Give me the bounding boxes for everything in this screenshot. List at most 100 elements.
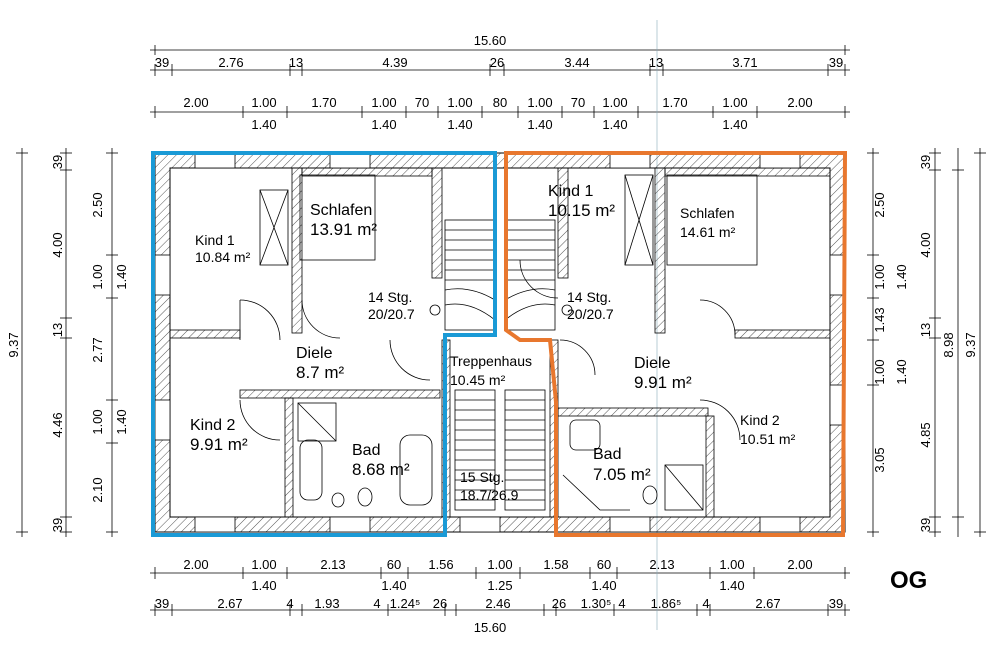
dim-top-row2u-3: 1.00 — [371, 95, 396, 110]
wardrobes — [259, 174, 758, 266]
right-diele-name: Diele — [634, 355, 671, 372]
doors — [239, 259, 741, 441]
left-diele-name: Diele — [296, 345, 333, 362]
dim-left-inner-1: 1.00 — [90, 264, 105, 289]
left-schlafen-name: Schlafen — [310, 202, 372, 219]
dim-bot-row1u-6: 1.58 — [543, 557, 568, 572]
dim-right-inner-2: 1.43 — [872, 307, 887, 332]
center-stair-ratio: 18.7/26.9 — [460, 487, 519, 503]
dim-right-mid-0: 39 — [918, 155, 933, 169]
dim-bot-row2-4: 4 — [373, 596, 380, 611]
stair-labels: 14 Stg. 20/20.7 14 Stg. 20/20.7 15 Stg. … — [368, 289, 614, 503]
dim-left-outer: 9.37 — [6, 332, 21, 357]
dim-bot-row2-7: 2.46 — [485, 596, 510, 611]
dim-left-mid-1: 4.00 — [50, 232, 65, 257]
left-unit-outline — [151, 151, 497, 537]
dim-left-mid-2: 13 — [50, 323, 65, 337]
dim-right-inner-lower-0: 1.40 — [894, 264, 909, 289]
dim-top-row1-6: 13 — [649, 55, 663, 70]
dim-left-inner-0: 2.50 — [90, 192, 105, 217]
dim-bot-row2-11: 1.86⁵ — [651, 596, 682, 611]
dim-top-row2l-0: 1.40 — [251, 117, 276, 132]
dim-top-row2u-7: 1.00 — [527, 95, 552, 110]
unit-outlines — [151, 151, 848, 537]
dim-left-inner-2: 2.77 — [90, 337, 105, 362]
dim-bot-row1u-7: 60 — [597, 557, 611, 572]
dim-top-row2u-12: 2.00 — [787, 95, 812, 110]
left-kind2-name: Kind 2 — [190, 417, 235, 434]
dim-bot-row1u-4: 1.56 — [428, 557, 453, 572]
dim-bottom-total: 15.60 — [474, 620, 507, 635]
dim-top-row2u-11: 1.00 — [722, 95, 747, 110]
dim-left-inner-4: 2.10 — [90, 477, 105, 502]
right-kind2-area: 10.51 m² — [740, 431, 796, 447]
dim-top-row2u-0: 2.00 — [183, 95, 208, 110]
right-kind1-name: Kind 1 — [548, 183, 593, 200]
dim-right-mid-1: 4.00 — [918, 232, 933, 257]
left-schlafen-area: 13.91 m² — [310, 220, 377, 239]
room-labels: Kind 1 10.84 m² Schlafen 13.91 m² Diele … — [190, 183, 796, 484]
dim-top-row1-4: 26 — [490, 55, 504, 70]
dim-left-inner-lower-0: 1.40 — [114, 264, 129, 289]
dim-top-row2u-6: 80 — [493, 95, 507, 110]
dim-top-row2l-5: 1.40 — [722, 117, 747, 132]
dim-bot-row2-14: 39 — [829, 596, 843, 611]
dim-bot-row2-13: 2.67 — [755, 596, 780, 611]
dim-bot-row2-8: 26 — [552, 596, 566, 611]
dim-bot-row1u-9: 1.00 — [719, 557, 744, 572]
right-bad-name: Bad — [593, 446, 621, 463]
side-ticks — [16, 152, 986, 533]
right-stair-ratio: 20/20.7 — [567, 306, 614, 322]
dim-right-mid-3: 4.85 — [918, 422, 933, 447]
dim-top-row2l-1: 1.40 — [371, 117, 396, 132]
staircases — [429, 219, 573, 511]
dim-bot-row1u-10: 2.00 — [787, 557, 812, 572]
dim-right-mid-2: 13 — [918, 323, 933, 337]
dim-bot-row1l-2: 1.25 — [487, 578, 512, 593]
right-bad-area: 7.05 m² — [593, 465, 651, 484]
dim-top-row2u-1: 1.00 — [251, 95, 276, 110]
dim-left-mid-0: 39 — [50, 155, 65, 169]
center-stair-steps: 15 Stg. — [460, 469, 504, 485]
dim-left-inner-3: 1.00 — [90, 409, 105, 434]
dim-top-row2u-8: 70 — [571, 95, 585, 110]
dim-right-mid-4: 39 — [918, 518, 933, 532]
dim-top-row2l-3: 1.40 — [527, 117, 552, 132]
dim-top-row2l-4: 1.40 — [602, 117, 627, 132]
dim-bot-row2-6: 26 — [433, 596, 447, 611]
right-diele-area: 9.91 m² — [634, 373, 692, 392]
right-unit-outline — [504, 151, 848, 537]
dim-right-inner-0: 2.50 — [872, 192, 887, 217]
left-kind1-name: Kind 1 — [195, 232, 235, 248]
dim-bot-row2-10: 4 — [618, 596, 625, 611]
dim-right-inner-3: 1.00 — [872, 359, 887, 384]
dim-bot-row1u-5: 1.00 — [487, 557, 512, 572]
dim-bot-row2-0: 39 — [155, 596, 169, 611]
dim-top-row1-1: 2.76 — [218, 55, 243, 70]
bathroom-fixtures — [297, 402, 704, 511]
dim-right-inner-1: 1.00 — [872, 264, 887, 289]
left-diele-area: 8.7 m² — [296, 363, 345, 382]
dim-bot-row2-12: 4 — [702, 596, 709, 611]
dim-top-row2u-10: 1.70 — [662, 95, 687, 110]
dim-bot-row1l-3: 1.40 — [591, 578, 616, 593]
floor-label: OG — [890, 567, 927, 594]
dim-top-row1-3: 4.39 — [382, 55, 407, 70]
dim-top-row1-8: 39 — [829, 55, 843, 70]
right-schlafen-area: 14.61 m² — [680, 224, 736, 240]
dim-bot-row1u-1: 1.00 — [251, 557, 276, 572]
windows — [154, 152, 846, 533]
dim-bot-row1u-0: 2.00 — [183, 557, 208, 572]
walls — [154, 152, 846, 533]
dim-top-row1-5: 3.44 — [564, 55, 589, 70]
dim-bot-row1l-4: 1.40 — [719, 578, 744, 593]
dim-top-row2u-5: 1.00 — [447, 95, 472, 110]
dim-left-mid-3: 4.46 — [50, 412, 65, 437]
dim-top-row2u-4: 70 — [415, 95, 429, 110]
dim-bot-row1u-8: 2.13 — [649, 557, 674, 572]
left-bad-area: 8.68 m² — [352, 460, 410, 479]
dim-bot-row2-1: 2.67 — [217, 596, 242, 611]
dim-top-row1-0: 39 — [155, 55, 169, 70]
